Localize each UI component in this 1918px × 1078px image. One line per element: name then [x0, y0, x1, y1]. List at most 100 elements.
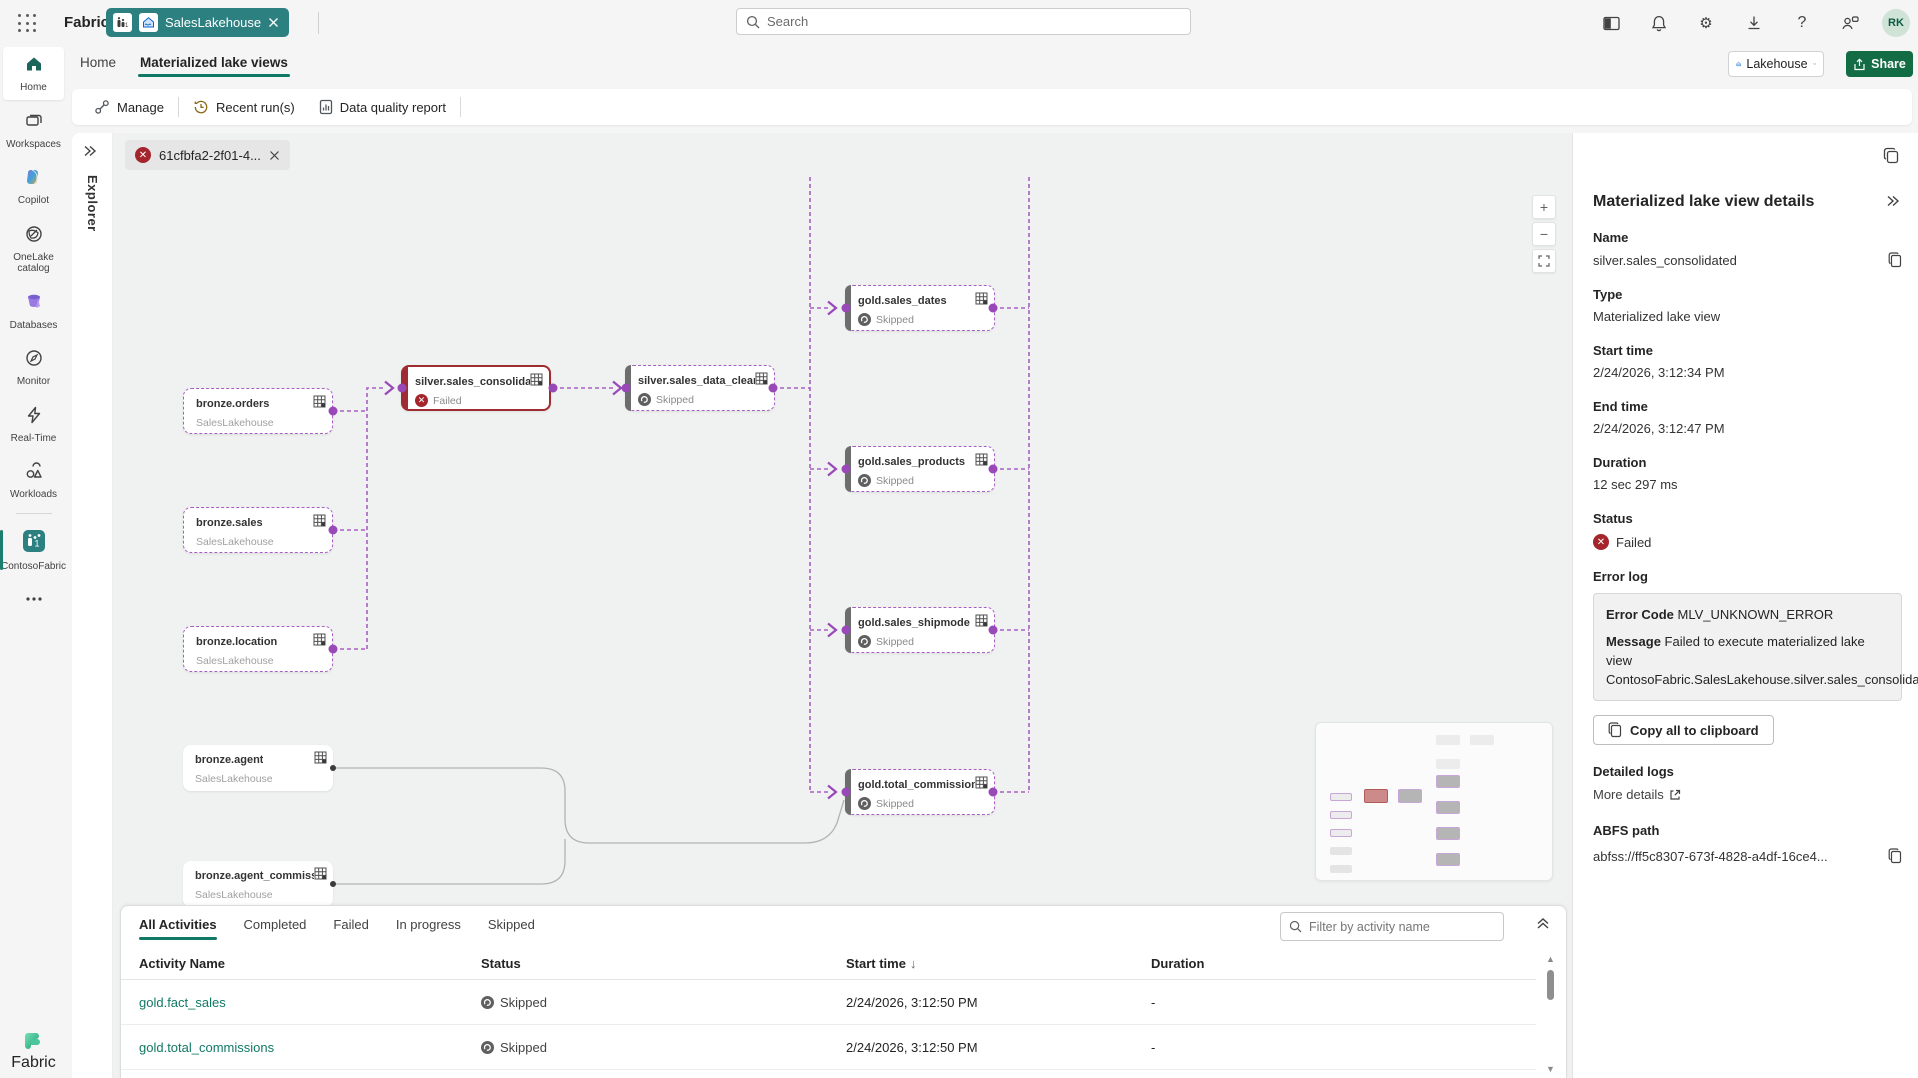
rail-item-databases[interactable]: Databases [3, 285, 64, 338]
lineage-node-bronze-agent-commissio[interactable]: bronze.agent_commissio...SalesLakehouse [183, 861, 333, 907]
rail-item-more[interactable] [3, 582, 64, 620]
skipped-status-icon [858, 313, 871, 326]
manage-icon [95, 100, 109, 114]
zoom-out-button[interactable]: − [1532, 222, 1556, 246]
zoom-in-button[interactable]: + [1532, 195, 1556, 219]
col-activity-name[interactable]: Activity Name [139, 956, 225, 971]
rail-item-onelake[interactable]: OneLake catalog [3, 217, 64, 281]
collapse-panel-icon[interactable] [1886, 195, 1900, 207]
sort-desc-icon: ↓ [909, 956, 917, 971]
rail-item-realtime[interactable]: Real-Time [3, 398, 64, 451]
filter-activity-input[interactable]: Filter by activity name [1280, 912, 1504, 941]
activities-tab-all-activities[interactable]: All Activities [139, 917, 217, 940]
table-icon [975, 614, 988, 632]
abfs-path-value: abfss://ff5c8307-673f-4828-a4df-16ce4... [1593, 848, 1828, 864]
help-icon[interactable]: ? [1797, 14, 1807, 31]
account-avatar[interactable]: RK [1882, 9, 1910, 37]
downloads-icon[interactable] [1743, 12, 1765, 34]
error-log-box: Error Code MLV_UNKNOWN_ERROR Message Fai… [1593, 593, 1918, 701]
skipped-status-icon [858, 635, 871, 648]
recent-runs-label: Recent run(s) [215, 99, 295, 115]
item-type-label: Lakehouse [1746, 57, 1808, 71]
table-header-row: Activity Name Status Start time↓ Duratio… [121, 948, 1536, 980]
close-tab-icon[interactable] [268, 17, 279, 28]
side-pane-toggle-icon[interactable] [1600, 12, 1622, 34]
manage-button[interactable]: Manage [82, 93, 176, 121]
monitor-icon [24, 348, 44, 373]
rail-item-fabric[interactable]: Fabric [3, 1030, 64, 1072]
share-button[interactable]: Share [1846, 51, 1913, 77]
failed-status-icon: ✕ [1593, 534, 1609, 550]
run-id-badge[interactable]: ✕ 61cfbfa2-2f01-4... [125, 140, 290, 170]
activities-tab-in-progress[interactable]: In progress [395, 917, 461, 932]
open-item-tab[interactable]: 1 SalesLakehouse [106, 8, 290, 37]
close-badge-icon[interactable] [269, 150, 280, 161]
activities-tab-skipped[interactable]: Skipped [487, 917, 535, 932]
copy-name-icon[interactable] [1888, 252, 1902, 268]
app-launcher-icon[interactable] [18, 14, 38, 34]
rail-item-label: ContosoFabric [0, 560, 67, 572]
settings-gear-icon[interactable]: ⚙ [1699, 15, 1713, 32]
scroll-thumb[interactable] [1547, 970, 1554, 1000]
item-type-dropdown[interactable]: Lakehouse [1728, 51, 1824, 77]
scroll-up-icon[interactable]: ▲ [1546, 954, 1555, 964]
rail-item-workloads[interactable]: Workloads [3, 454, 64, 507]
copy-abfs-icon[interactable] [1888, 848, 1902, 864]
start-time-value: 2/24/2026, 3:12:34 PM [1593, 365, 1725, 380]
manage-label: Manage [117, 99, 164, 115]
col-status[interactable]: Status [481, 956, 521, 971]
error-code-value: MLV_UNKNOWN_ERROR [1677, 607, 1834, 622]
node-title: bronze.agent [195, 754, 264, 766]
lineage-node-silver-sales-consolidated[interactable]: silver.sales_consolidated✕Failed [401, 365, 551, 411]
minimap[interactable] [1315, 722, 1553, 881]
failed-status-icon: ✕ [415, 394, 428, 407]
rail-item-workspaces[interactable]: Workspaces [3, 104, 64, 157]
explorer-collapsed-pane: Explorer [72, 133, 113, 1078]
more-details-link[interactable]: More details [1593, 787, 1681, 802]
lineage-node-silver-sales-data-cleaned[interactable]: silver.sales_data_cleanedSkipped [625, 365, 775, 411]
activities-tab-completed[interactable]: Completed [243, 917, 307, 932]
rail-item-home[interactable]: Home [3, 47, 64, 100]
data-quality-report-button[interactable]: Data quality report [307, 93, 458, 121]
copy-canvas-icon[interactable] [1883, 147, 1900, 164]
rail-item-monitor[interactable]: Monitor [3, 341, 64, 394]
tab-materialized-lake-views[interactable]: Materialized lake views [138, 55, 290, 77]
collapse-table-icon[interactable] [1536, 916, 1550, 930]
rail-item-label: Monitor [16, 376, 51, 387]
fit-to-screen-button[interactable] [1532, 249, 1556, 273]
expand-explorer-icon[interactable] [83, 145, 97, 157]
activities-tab-failed[interactable]: Failed [333, 917, 369, 932]
activity-start-time: 2/24/2026, 3:12:50 PM [846, 1039, 978, 1055]
col-duration[interactable]: Duration [1151, 956, 1205, 971]
table-scrollbar[interactable]: ▲ ▼ [1544, 954, 1557, 1074]
node-status-label: Skipped [876, 313, 914, 326]
rail-item-label: Real-Time [10, 432, 57, 444]
global-search-input[interactable]: Search [736, 8, 1191, 35]
scroll-down-icon[interactable]: ▼ [1546, 1064, 1555, 1074]
tab-home[interactable]: Home [80, 55, 117, 70]
page-tab-row: Home Materialized lake views Lakehouse S… [0, 47, 1918, 84]
report-icon [319, 99, 332, 115]
recent-runs-button[interactable]: Recent run(s) [181, 93, 307, 121]
table-icon [975, 292, 988, 310]
copy-all-to-clipboard-button[interactable]: Copy all to clipboard [1593, 715, 1774, 745]
table-icon [314, 751, 327, 769]
rail-item-copilot[interactable]: Copilot [3, 160, 64, 213]
divider [177, 97, 179, 117]
notifications-bell-icon[interactable] [1648, 12, 1670, 34]
duration-value: 12 sec 297 ms [1593, 477, 1678, 492]
activity-name-link[interactable]: gold.total_commissions [139, 1039, 275, 1055]
activity-name-link[interactable]: gold.fact_sales [139, 994, 226, 1010]
feedback-icon[interactable] [1839, 12, 1861, 34]
col-start-time[interactable]: Start time↓ [846, 956, 917, 971]
